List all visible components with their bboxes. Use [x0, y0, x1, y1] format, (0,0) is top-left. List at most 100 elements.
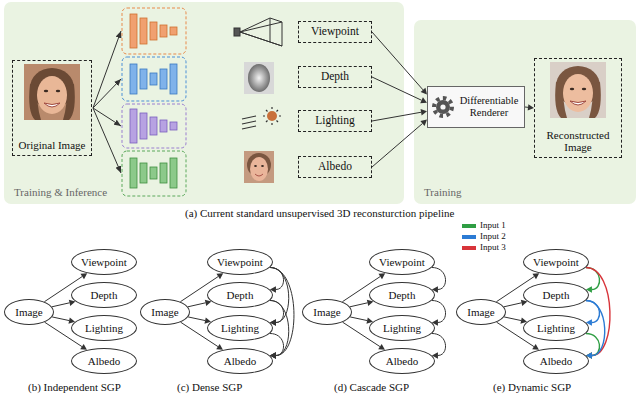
connector — [270, 267, 284, 292]
network-lighting — [122, 104, 186, 148]
connector — [586, 267, 610, 358]
reconstructed-photo — [550, 62, 606, 118]
connector-line — [372, 32, 423, 90]
connector — [52, 300, 75, 307]
connector — [270, 333, 284, 358]
node-label: Original Image — [19, 139, 86, 152]
image-box: Original Image — [12, 60, 92, 156]
node-label: Depth — [227, 289, 254, 302]
output-box: Lighting — [298, 110, 372, 132]
arrow-head — [80, 273, 87, 279]
network-albedo — [122, 151, 186, 196]
connector — [432, 300, 446, 325]
graph-node: Depth — [523, 282, 589, 308]
connector-line — [432, 300, 446, 322]
face-photo — [24, 64, 80, 120]
node-label: Differentiable Renderer — [458, 95, 520, 119]
connector — [372, 77, 427, 103]
node-label: Image — [151, 306, 178, 319]
connector — [525, 104, 534, 110]
node-label: Albedo — [318, 160, 352, 173]
graph-node: Lighting — [71, 315, 137, 341]
legend-swatch — [462, 246, 476, 250]
connector-line — [270, 333, 284, 355]
legend-label: Input 3 — [480, 243, 506, 253]
connector-line — [586, 300, 600, 322]
graph-node: Image — [456, 299, 506, 325]
graph-node: Albedo — [71, 348, 137, 374]
node-label: Viewpoint — [217, 256, 263, 269]
output-box: Viewpoint — [298, 21, 372, 43]
connector — [432, 267, 446, 292]
node-label: Depth — [389, 289, 416, 302]
node-label: Lighting — [85, 322, 123, 335]
connector-line — [270, 267, 294, 355]
graph-node: Depth — [369, 282, 435, 308]
panel-fill — [4, 2, 404, 204]
node-label: Lighting — [315, 114, 355, 127]
camera-icon — [234, 18, 282, 46]
graph-node: Viewpoint — [523, 249, 589, 275]
connector — [270, 300, 284, 325]
node-label: Image — [467, 306, 494, 319]
legend-label: Input 1 — [480, 221, 506, 231]
stage-panel: Training & Inference Original Image Viewpo… — [4, 2, 404, 204]
connector-line — [372, 77, 422, 100]
connector-line — [270, 300, 284, 322]
node-label: Viewpoint — [311, 25, 359, 38]
connector — [188, 317, 211, 324]
graph-node: Lighting — [369, 315, 435, 341]
graph-node: Image — [302, 299, 352, 325]
image-box: Reconstructed Image — [534, 58, 622, 158]
connector-line — [350, 303, 368, 307]
arrow-head — [532, 273, 539, 279]
connector — [586, 300, 600, 325]
connector-line — [432, 267, 446, 289]
connector — [52, 317, 75, 324]
connector-line — [525, 107, 528, 108]
connector-line — [586, 333, 600, 355]
renderer-fill — [428, 86, 524, 128]
node-label: Albedo — [224, 355, 256, 368]
arrow-head — [420, 97, 427, 103]
node-label: Viewpoint — [533, 256, 579, 269]
connector — [372, 120, 427, 167]
network-viewpoint — [122, 8, 186, 54]
subfigure-caption: (d) Cascade SGP — [334, 381, 409, 393]
connector — [350, 317, 373, 324]
gear-icon — [434, 98, 452, 116]
node-label: Viewpoint — [379, 256, 425, 269]
connector — [586, 267, 600, 292]
arrow-head — [378, 273, 385, 279]
node-label: Lighting — [221, 322, 259, 335]
panel-label: Training & Inference — [14, 186, 107, 199]
output-box: Depth — [298, 66, 372, 88]
legend-item: Input 3 — [462, 243, 506, 253]
node-label: Image — [15, 306, 42, 319]
subfigure-caption: (e) Dynamic SGP — [493, 381, 571, 393]
stage-panel: Training Differentiable RendererReconstru… — [414, 20, 636, 204]
graph-node: Image — [4, 299, 54, 325]
connector-line — [372, 124, 422, 167]
node-label: Lighting — [383, 322, 421, 335]
connector-line — [350, 317, 367, 321]
node-label: Depth — [91, 289, 118, 302]
panel-label: Training — [424, 186, 462, 199]
depth-map — [244, 62, 274, 94]
graph-node: Viewpoint — [71, 249, 137, 275]
node-label: Albedo — [88, 355, 120, 368]
graph-node: Albedo — [523, 348, 589, 374]
connector — [188, 300, 211, 307]
subfigure-caption: (b) Independent SGP — [28, 381, 121, 393]
legend-item: Input 1 — [462, 221, 506, 231]
connector-line — [504, 317, 521, 321]
connector — [504, 300, 527, 307]
node-label: Albedo — [540, 355, 572, 368]
connector — [350, 300, 373, 307]
subfigure-caption: (c) Dense SGP — [177, 381, 242, 393]
connector-line — [372, 112, 421, 121]
node-label: Depth — [543, 289, 570, 302]
node-label: Reconstructed Image — [543, 129, 613, 154]
graph-node: Depth — [71, 282, 137, 308]
